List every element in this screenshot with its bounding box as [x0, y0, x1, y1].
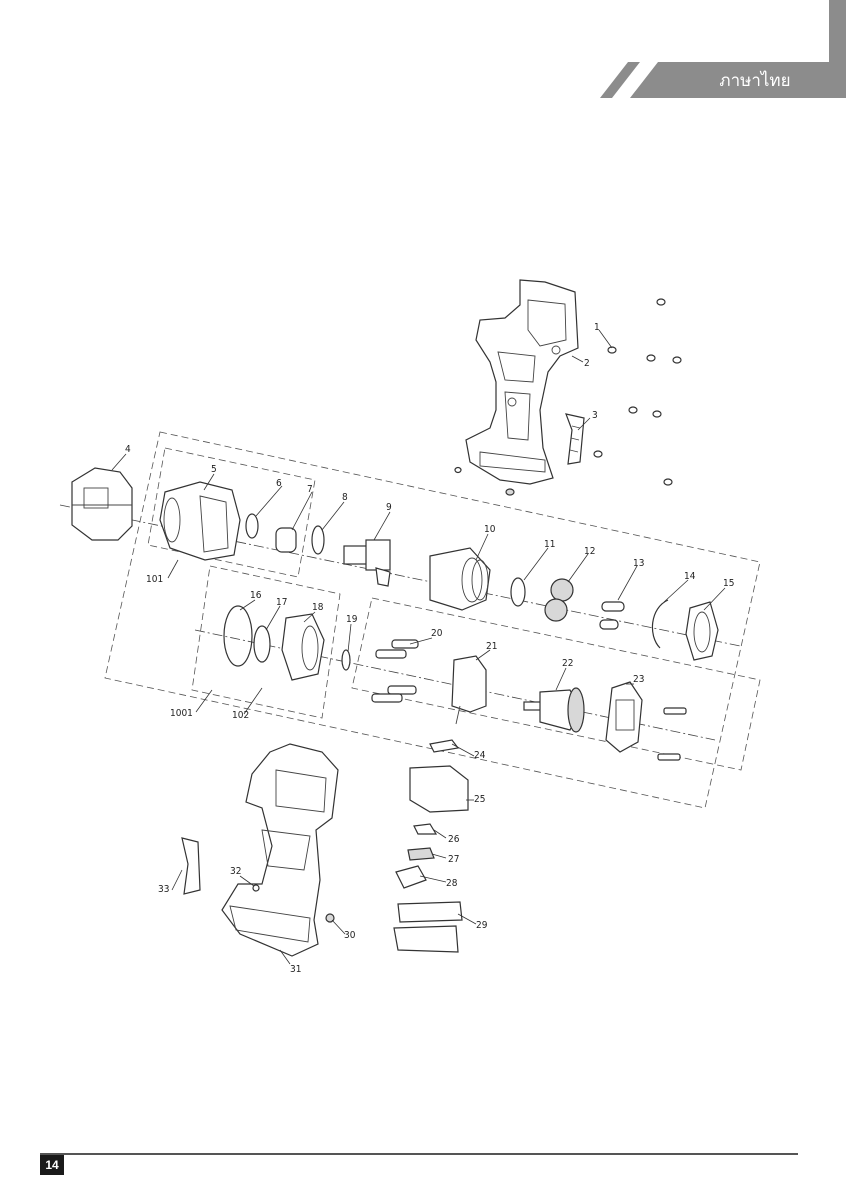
callout-21: 21 — [486, 641, 497, 652]
callout-102: 102 — [232, 710, 249, 721]
callout-25: 25 — [474, 794, 485, 805]
screw-set — [454, 298, 682, 496]
part-lower-housing — [221, 743, 339, 957]
part-clutch — [281, 613, 325, 681]
callout-3: 3 — [592, 410, 598, 421]
part-gear-housing — [159, 481, 241, 561]
part-large-o-ring — [223, 605, 253, 667]
part-bushing — [275, 527, 297, 553]
group-box-motor — [351, 597, 761, 771]
part-circlip — [651, 599, 669, 649]
part-hammer — [429, 547, 491, 611]
group-box-102 — [191, 565, 341, 719]
callout-101: 101 — [146, 574, 163, 585]
part-small-screw — [252, 884, 260, 892]
callout-4: 4 — [125, 444, 131, 455]
callout-24: 24 — [474, 750, 486, 761]
part-spring-ring — [510, 577, 526, 607]
callout-28: 28 — [446, 878, 458, 889]
part-pins — [599, 601, 625, 630]
part-small-ring — [341, 649, 351, 671]
callout-6: 6 — [276, 478, 282, 489]
part-rotor — [523, 687, 585, 733]
callout-9: 9 — [386, 502, 392, 513]
callout-22: 22 — [562, 658, 573, 669]
callout-26: 26 — [448, 834, 460, 845]
callout-30: 30 — [344, 930, 356, 941]
callout-2: 2 — [584, 358, 590, 369]
corner-tab — [829, 0, 846, 64]
page-number: 14 — [40, 1155, 64, 1175]
callout-11: 11 — [544, 539, 555, 550]
part-planet-gears — [544, 578, 574, 622]
callout-8: 8 — [342, 492, 348, 503]
language-banner — [600, 62, 846, 98]
part-ring-gear — [685, 601, 719, 661]
callout-15: 15 — [723, 578, 734, 589]
callout-32: 32 — [230, 866, 241, 877]
callout-16: 16 — [250, 590, 262, 601]
part-anvil — [343, 539, 391, 587]
callout-19: 19 — [346, 614, 358, 625]
part-front-cap — [71, 467, 133, 541]
callout-23: 23 — [633, 674, 644, 685]
callout-12: 12 — [584, 546, 595, 557]
part-label-plate — [181, 837, 201, 895]
callout-27: 27 — [448, 854, 459, 865]
part-stator-cover — [605, 681, 643, 753]
callout-13: 13 — [633, 558, 644, 569]
part-bearing — [253, 625, 271, 663]
footer-rule — [40, 1153, 798, 1155]
part-motor-housing — [451, 655, 487, 725]
callout-33: 33 — [158, 884, 169, 895]
group-box-1001 — [104, 431, 761, 809]
part-cover-screws — [657, 707, 687, 761]
callout-7: 7 — [307, 484, 313, 495]
callout-labels: 1 2 3 4 5 6 7 8 9 10 11 12 13 14 15 16 1… — [125, 322, 734, 975]
part-o-ring — [311, 525, 325, 555]
callout-1001: 1001 — [170, 708, 193, 719]
part-ring — [245, 513, 259, 539]
part-trigger-components — [393, 739, 469, 953]
callout-10: 10 — [484, 524, 496, 535]
leader-lines — [111, 329, 726, 965]
callout-18: 18 — [312, 602, 324, 613]
callout-1: 1 — [594, 322, 600, 333]
callout-17: 17 — [276, 597, 287, 608]
callout-29: 29 — [476, 920, 488, 931]
part-housing-half — [465, 279, 579, 485]
callout-5: 5 — [211, 464, 217, 475]
group-box-101 — [147, 447, 316, 578]
callout-14: 14 — [684, 571, 696, 582]
callout-20: 20 — [431, 628, 443, 639]
part-motor-screws — [371, 639, 419, 703]
language-label: ภาษาไทย — [719, 71, 791, 91]
callout-31: 31 — [290, 964, 301, 975]
part-clip — [565, 413, 585, 465]
